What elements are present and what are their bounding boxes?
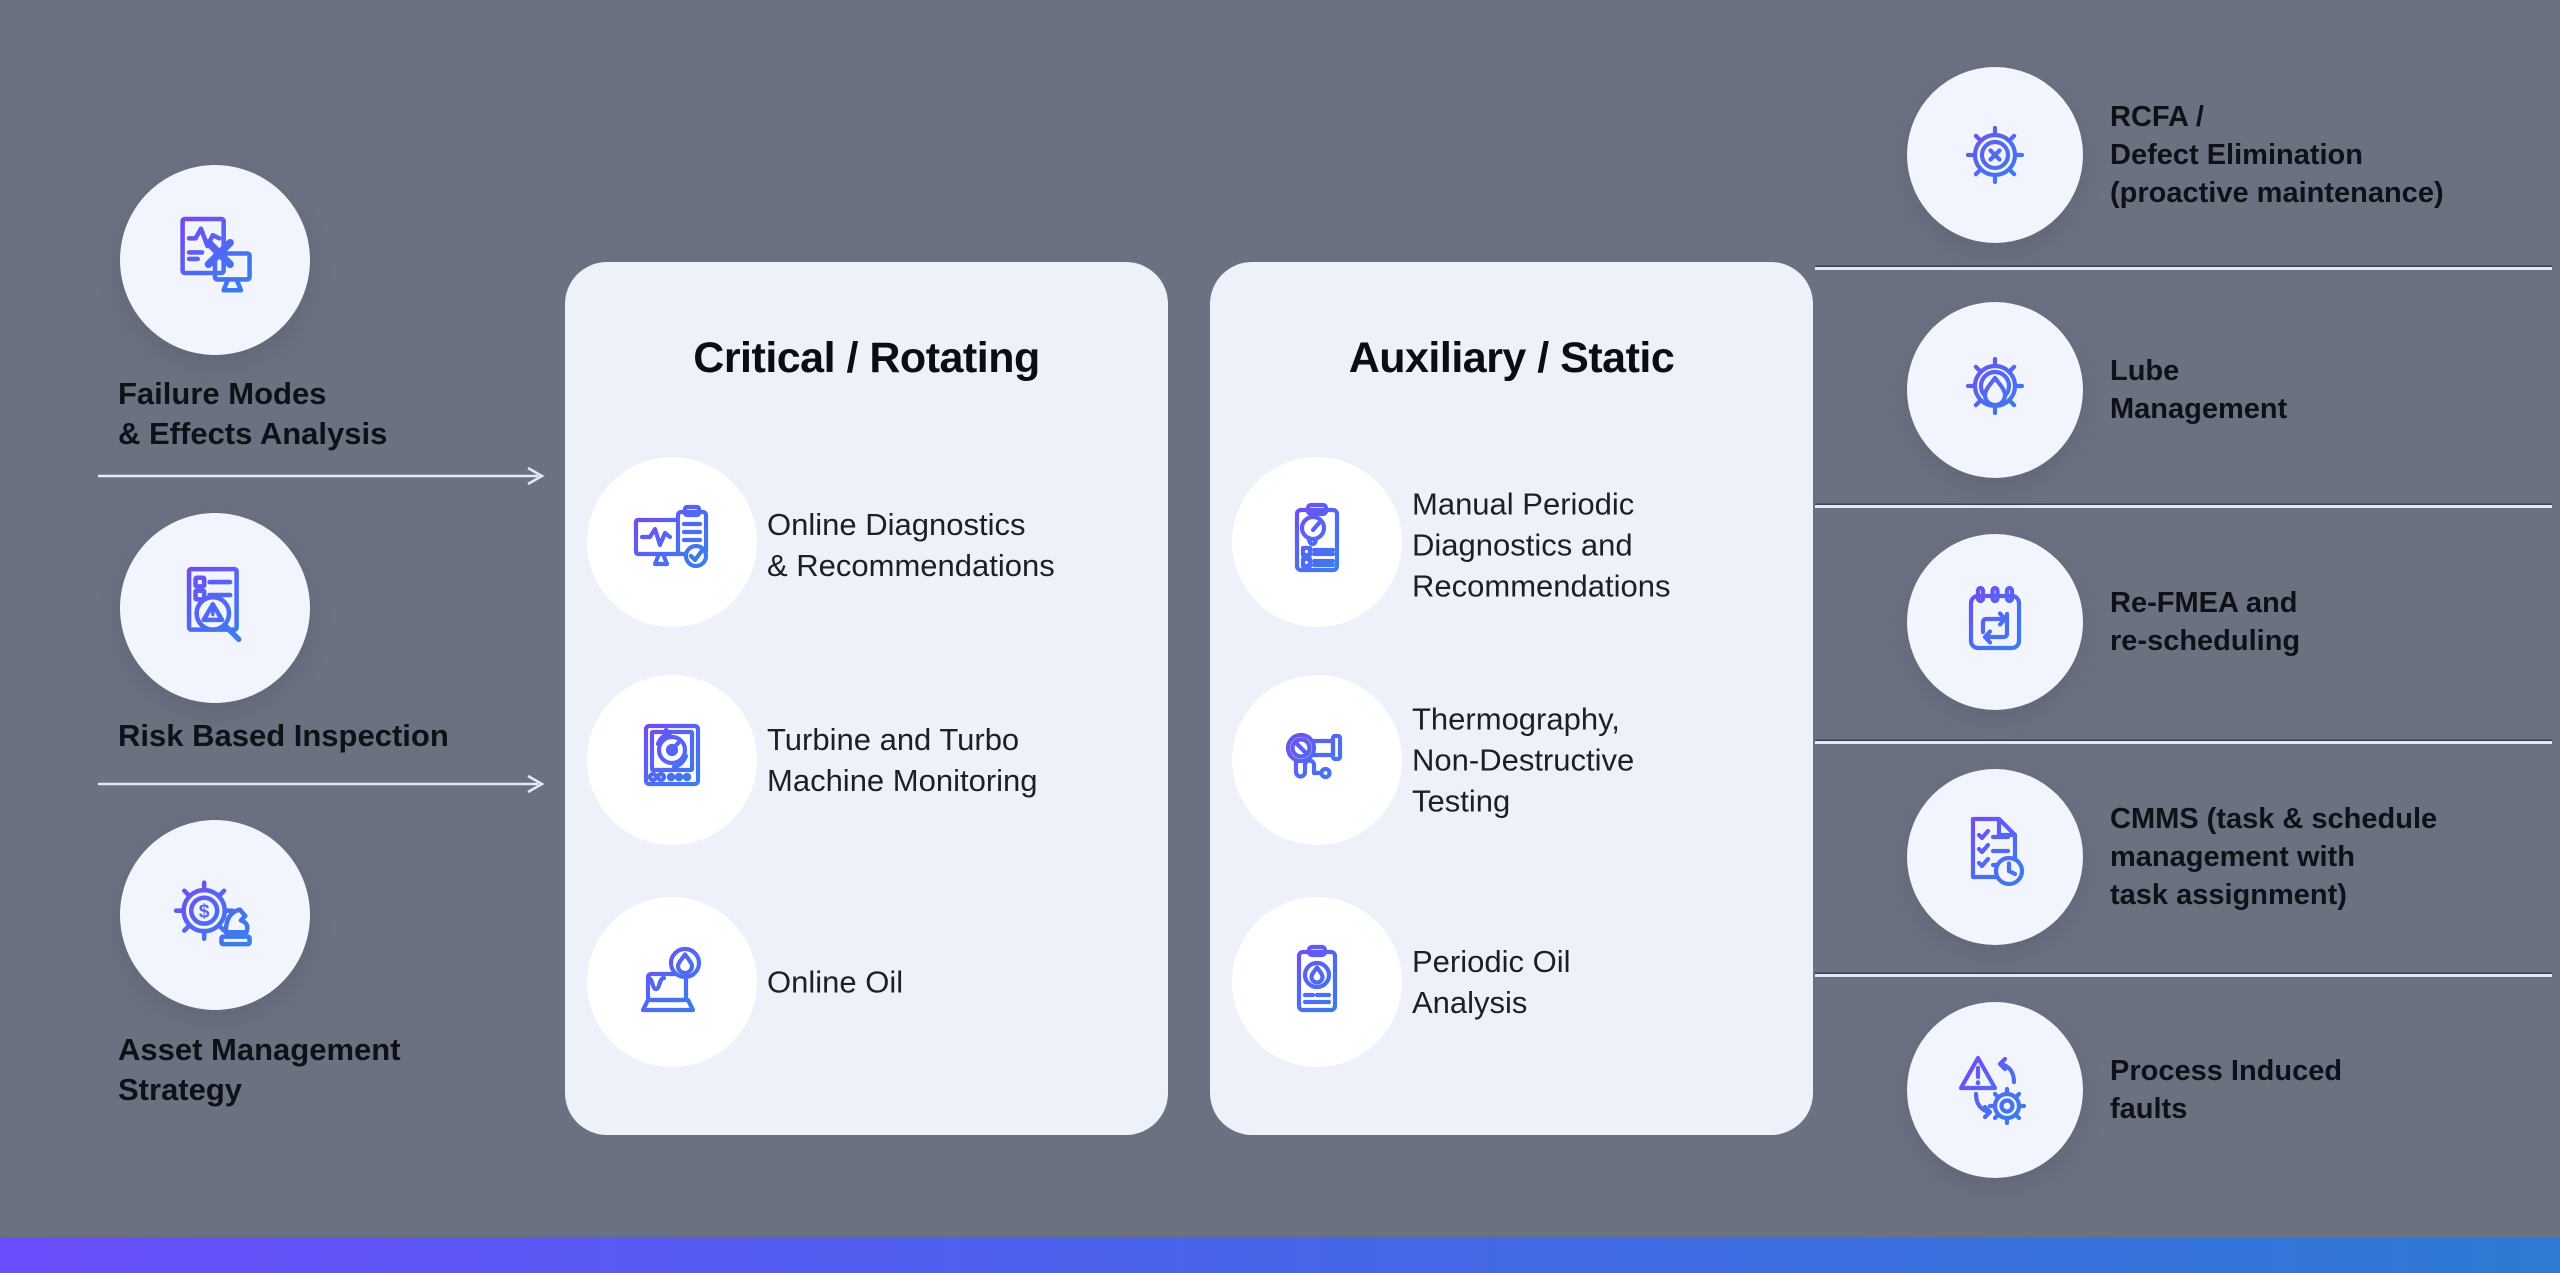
flow-arrow-top [98,466,545,486]
flow-arrow-bottom [98,774,545,794]
online-oil-item [587,897,757,1067]
process-faults-label: Process Induced faults [2110,1055,2343,1125]
turbine-monitoring-label: Turbine and Turbo Machine Monitoring [767,722,1038,798]
failure-modes-node [120,165,310,355]
refmea-label: Re-FMEA and re-scheduling [2110,587,2301,657]
failure-modes-label: Failure Modes & Effects Analysis [118,376,388,451]
online-diagnostics-item [587,457,757,627]
cmms-node [1907,769,2083,945]
critical-rotating-title: Critical / Rotating [693,334,1040,382]
lube-gear-drop-icon [1965,356,2025,416]
online-diagnostics-icon [633,504,709,569]
process-faults-icon [1958,1055,2027,1126]
online-oil-icon [640,946,702,1013]
failure-modes-icon [180,216,252,293]
svg-text:$: $ [199,901,210,923]
periodic-oil-icon [1296,944,1338,1013]
asset-strategy-icon: $ [173,880,252,947]
rcfa-label: RCFA / Defect Elimination (proactive mai… [2110,101,2444,209]
risk-inspection-label: Risk Based Inspection [118,718,449,753]
process-faults-node [1907,1002,2083,1178]
manual-diagnostics-item [1232,457,1402,627]
thermography-icon [1285,732,1343,780]
footer-gradient-bar [0,1237,2560,1273]
manual-diagnostics-icon [1294,502,1340,573]
periodic-oil-item [1232,897,1402,1067]
risk-inspection-node [120,513,310,703]
lube-management-label: Lube Management [2110,355,2288,425]
separator-line [1815,741,2552,744]
thermography-label: Thermography, Non-Destructive Testing [1412,701,1635,819]
separator-line [1815,974,2552,977]
thermography-item [1232,675,1402,845]
cmms-checklist-clock-icon [1970,816,2025,887]
cmms-label: CMMS (task & schedule management with ta… [2110,803,2438,911]
online-oil-label: Online Oil [767,964,904,1000]
critical-rotating-card: Critical / Rotating Online Diagnostics &… [565,262,1168,1135]
online-diagnostics-label: Online Diagnostics & Recommendations [767,507,1055,583]
lube-management-node [1907,302,2083,478]
rcfa-gear-x-icon [1965,125,2025,185]
periodic-oil-label: Periodic Oil Analysis [1412,944,1571,1020]
manual-diagnostics-label: Manual Periodic Diagnostics and Recommen… [1412,486,1671,604]
turbine-monitoring-item [587,675,757,845]
separator-line [1815,505,2552,508]
refmea-node [1907,534,2083,710]
turbine-monitoring-icon [643,723,701,787]
rcfa-node [1907,67,2083,243]
risk-inspection-icon [186,566,242,643]
asset-strategy-node: $ [120,820,310,1010]
auxiliary-static-card: Auxiliary / Static Manual Periodic Diagn… [1210,262,1813,1135]
auxiliary-static-title: Auxiliary / Static [1348,334,1675,382]
refmea-calendar-icon [1968,585,2022,651]
asset-strategy-label: Asset Management Strategy [118,1032,401,1107]
separator-line [1815,267,2552,270]
